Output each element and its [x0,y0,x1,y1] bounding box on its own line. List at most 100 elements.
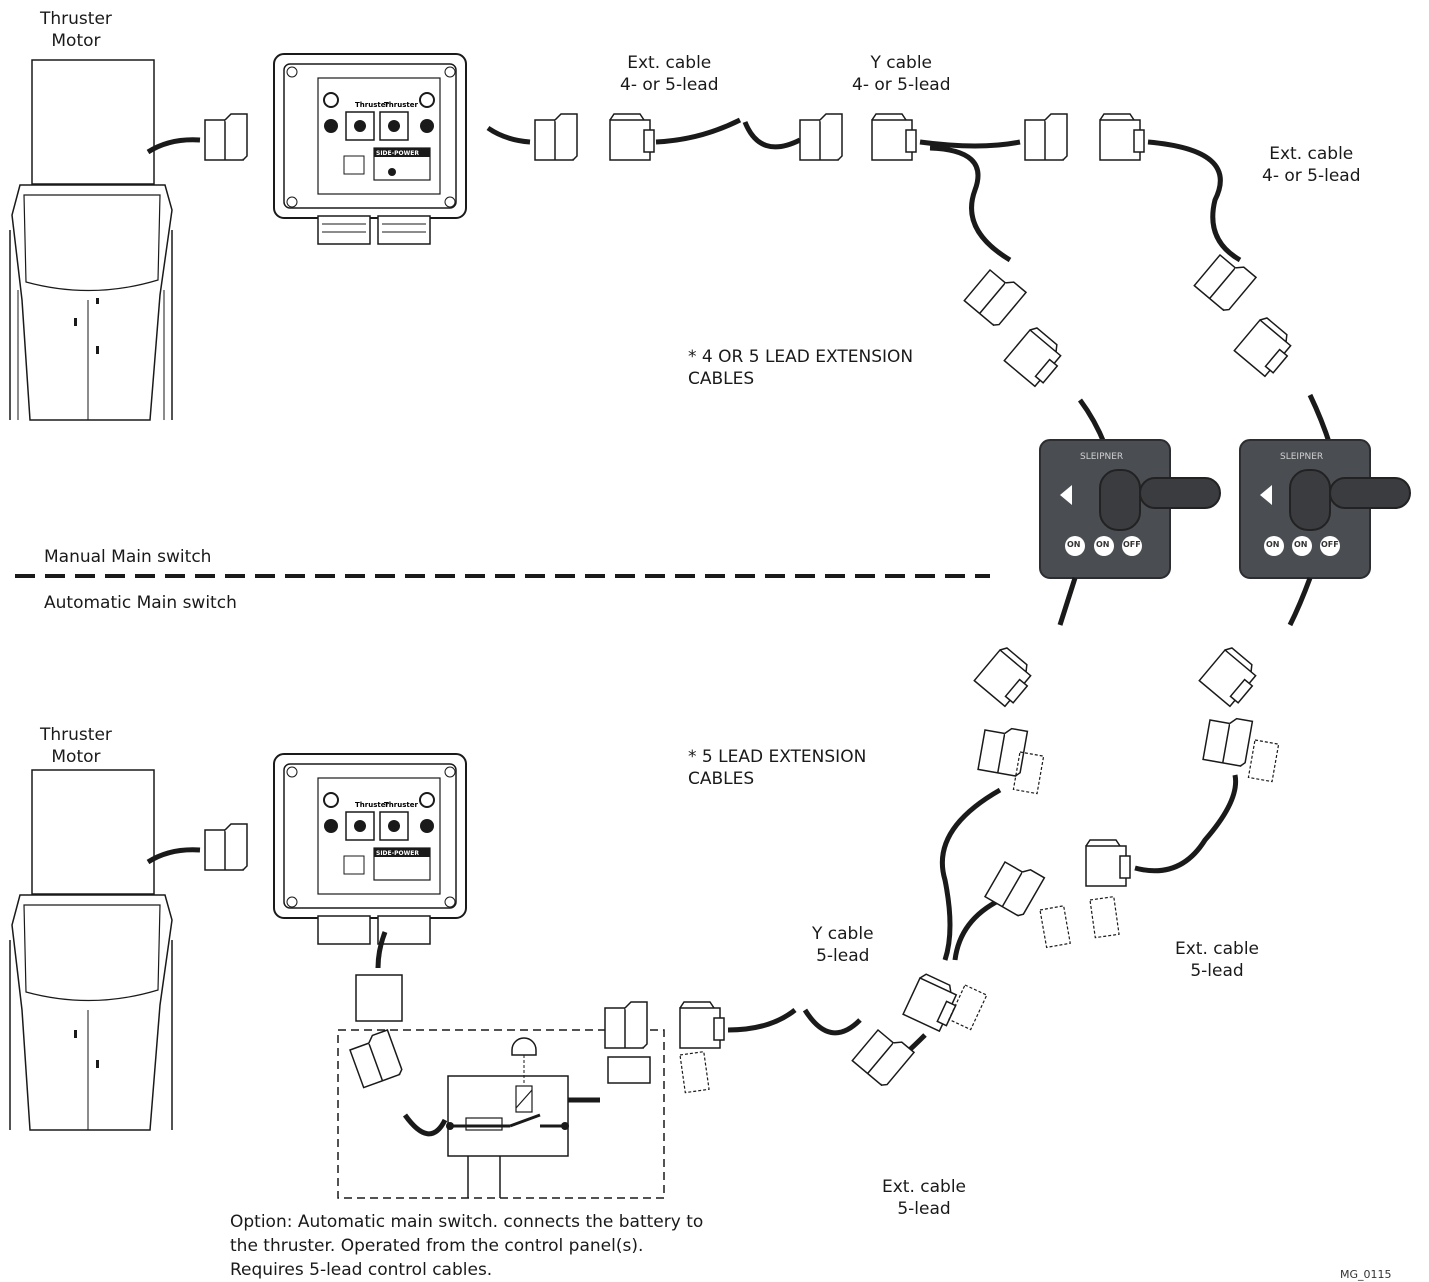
thruster-bottom-label: Thruster Motor [40,724,112,768]
panel-left-on1: ON [1067,540,1081,549]
panel-right-dash-plug [1247,739,1280,783]
panel-right-upper-plug [1193,249,1257,314]
panel-right-lower-socket [1198,644,1264,710]
note-4or5-line2: CABLES [688,369,755,389]
y-cable-top-label: Y cable 4- or 5-lead [852,52,951,96]
panel-right-upper-socket [1233,314,1299,380]
option-note: Option: Automatic main switch. connects … [230,1210,703,1282]
y-cable-top-socket [871,113,917,161]
ext-cable-bottom-right-wire [1134,774,1239,874]
panel-right-on1: ON [1266,540,1280,549]
thruster-motor-top [9,59,173,421]
panel-left-lower-socket [973,644,1039,710]
ext-cable-top-left-a [655,117,742,145]
terminal-a1-label-bottom: Thruster [355,801,389,809]
thruster-bottom-line2: Motor [51,747,101,767]
auto-switch-aux-plug [607,1056,651,1084]
note-4or5-line1: * 4 OR 5 LEAD EXTENSION [688,347,914,367]
thruster-motor-bottom [9,769,173,1131]
thruster-top-line1: Thruster [40,9,112,29]
option-note-line2: the thruster. Operated from the control … [230,1236,644,1256]
y-cable-bottom-line1: Y cable [812,924,874,944]
thruster-top-label: Thruster Motor [40,8,112,52]
fuse-icon [465,1117,503,1131]
control-panel-left [1039,439,1221,579]
ext-cable-top-right-socket [1099,113,1145,161]
manual-main-switch-label: Manual Main switch [44,547,212,567]
ext-cable-bottom-label: Ext. cable 5-lead [882,1176,966,1220]
note-5-lead: * 5 LEAD EXTENSION CABLES [688,746,866,790]
main-switch-bell-icon [511,1037,537,1056]
ext-cable-top-left-socket [609,113,655,161]
controller-plug-bottom [355,974,403,1022]
controller-box-bottom [273,753,467,945]
panel-right-on2: ON [1294,540,1308,549]
ext-cable-top-left-plug [799,113,843,161]
y-cable-bottom-left-wire [939,787,1002,961]
ext-cable-bottom-wire-a [727,1008,797,1033]
auto-switch-input-cable [402,1113,448,1137]
motor-plug-top [204,113,248,161]
ext-cable-top-left-line2: 4- or 5-lead [620,75,719,95]
terminal-a2-label-top: Thruster [384,101,418,109]
y-cable-top-plug [1024,113,1068,161]
y-cable-bottom-right-wire [952,897,1002,961]
panel-left-lower-cable [1057,577,1078,626]
panel-left-upper-cable [1077,398,1108,446]
ext-cable-bottom-line1: Ext. cable [882,1177,967,1197]
y-cable-bottom-socket [902,971,964,1034]
panel-left-upper-plug [963,264,1027,329]
panel-left-off: OFF [1123,540,1141,549]
drawing-id: MG_0115 [1340,1268,1392,1281]
ext-cable-top-right-line2: 4- or 5-lead [1262,166,1361,186]
controller-cable-bottom [375,931,388,969]
main-switch-relay-body [447,1075,569,1157]
panel-right-off: OFF [1321,540,1339,549]
ext-cable-bottom-right-label: Ext. cable 5-lead [1175,938,1259,982]
panel-right-lower-plug [1202,713,1254,768]
panel-left-brand-text: SLEIPNER [1080,452,1124,462]
auto-switch-input-plug [347,1029,404,1089]
automatic-main-switch-label: Automatic Main switch [44,593,237,613]
ext-cable-bottom-right-line1: Ext. cable [1175,939,1260,959]
auto-main-switch-option-box [337,1029,665,1199]
control-panel-right [1239,439,1411,579]
panel-left-upper-socket [1003,324,1069,390]
thruster-top-line2: Motor [51,31,101,51]
motor-plug-bottom [204,823,248,871]
side-power-logo-top: SIDE-POWER [376,150,419,157]
ext-cable-bottom-right-line2: 5-lead [1190,961,1244,981]
ext-cable-bottom-wire-b [802,1008,862,1036]
terminal-a2-label-bottom: Thruster [384,801,418,809]
note-4or5-lead: * 4 OR 5 LEAD EXTENSION CABLES [688,346,913,390]
ext-cable-bottom-right-socket [1085,839,1131,887]
switch-contact-icon [509,1113,541,1128]
auto-switch-output-plug [604,1001,648,1049]
y-cable-top-line2: 4- or 5-lead [852,75,951,95]
ext-cable-top-left-b [742,121,802,150]
ext-cable-top-right-wire [1147,139,1242,263]
ext-cable-top-right-label: Ext. cable 4- or 5-lead [1262,143,1361,187]
ext-cable-bottom-dash [679,1051,710,1094]
y-cable-bottom-label: Y cable 5-lead [812,923,874,967]
controller-cable-top [486,125,531,145]
y-cable-top-line1: Y cable [870,53,933,73]
panel-right-upper-cable [1307,393,1333,446]
controller-plug-top [534,113,578,161]
y-cable-bottom-branch-plug [984,856,1046,919]
ext-cable-top-left-line1: Ext. cable [627,53,712,73]
ext-cable-bottom-socket [679,1001,725,1049]
motor-cable-top [146,137,201,155]
y-cable-bottom-lower-plug [851,1024,915,1089]
panel-left-lower-plug [977,723,1029,778]
motor-cable-bottom [146,847,201,865]
controller-box-top [273,53,467,245]
thruster-bottom-line1: Thruster [40,725,112,745]
side-power-logo-bottom: SIDE-POWER [376,850,419,857]
panel-right-lower-cable [1287,577,1313,627]
terminal-a1-label-top: Thruster [355,101,389,109]
y-cable-bottom-dash-a [1039,905,1071,949]
y-cable-top-branch-down [929,145,1012,263]
note-5-line1: * 5 LEAD EXTENSION [688,747,867,767]
